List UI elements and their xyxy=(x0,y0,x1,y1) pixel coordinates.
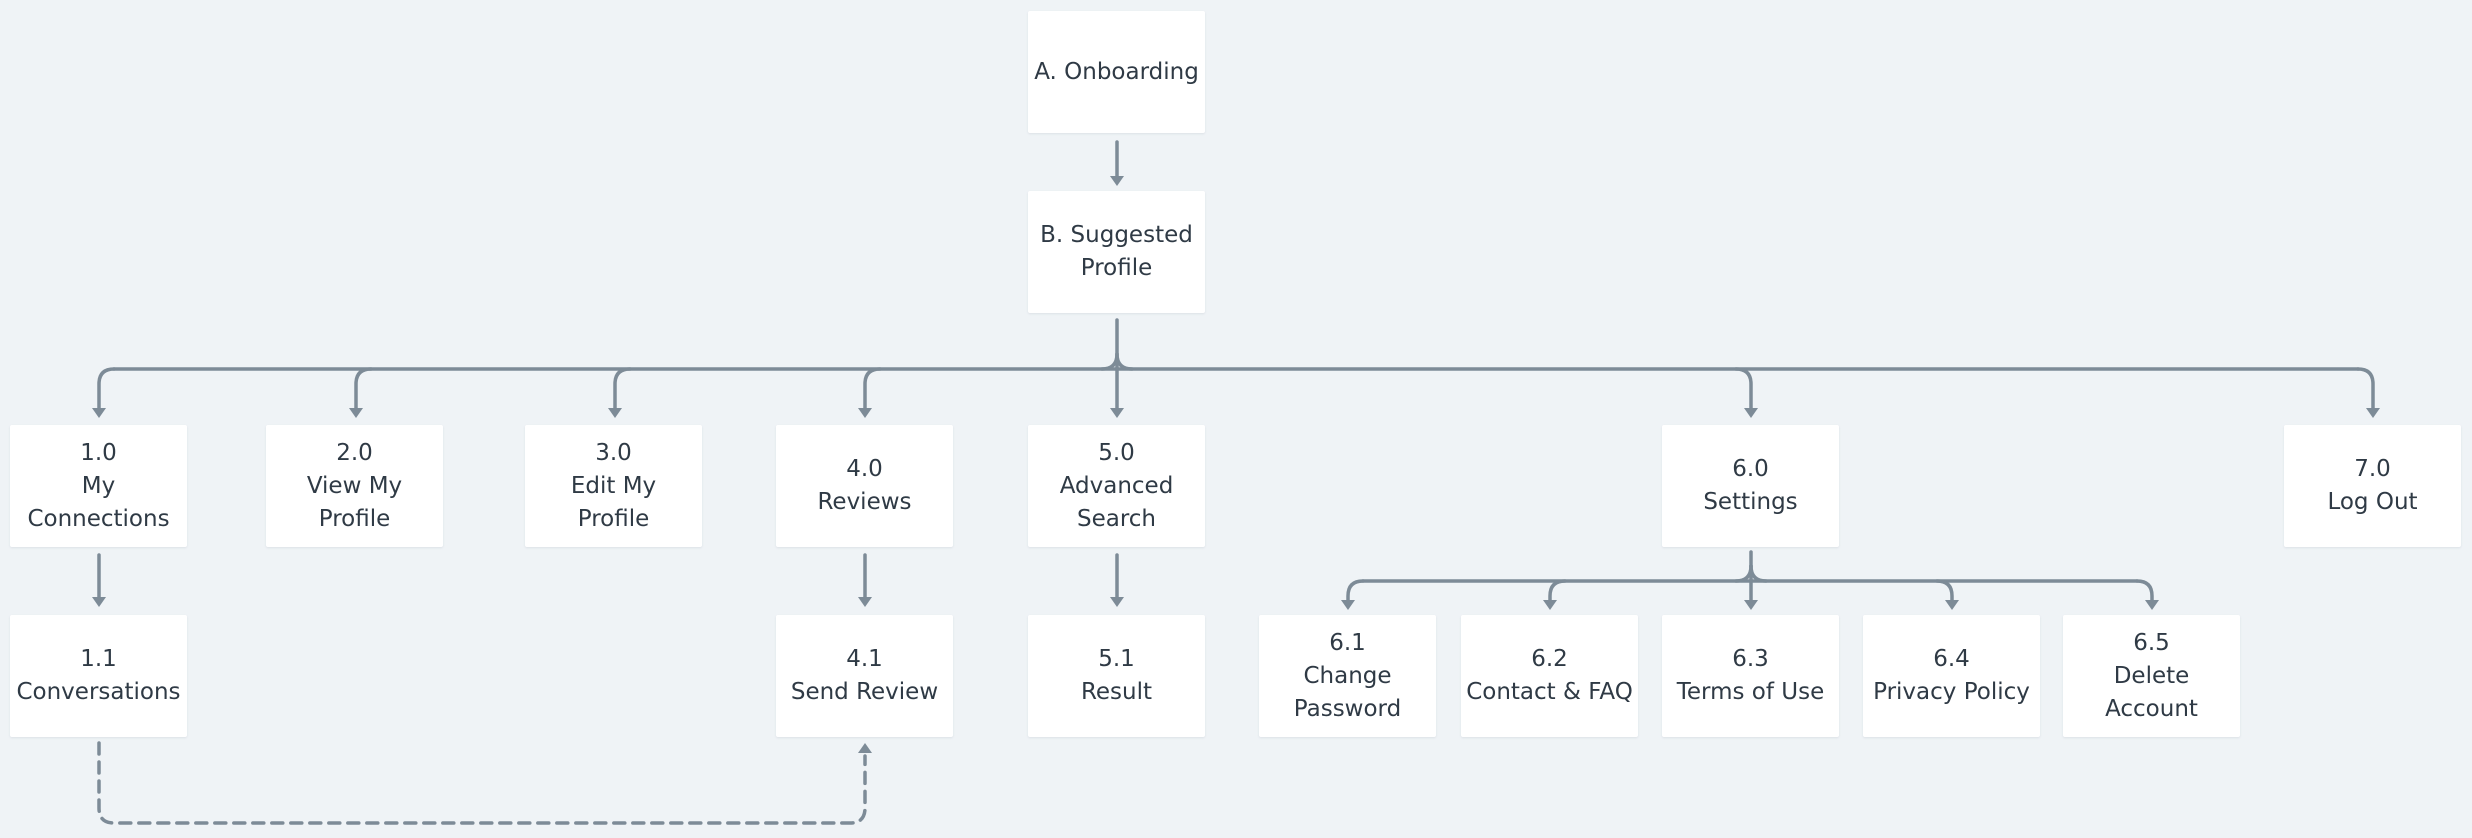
arrowhead-send-review-dashed xyxy=(858,743,872,753)
arrowhead-suggested-profile xyxy=(1110,176,1124,186)
arrowhead-settings xyxy=(1744,408,1758,418)
node-my-connections-label-line-2: Connections xyxy=(27,505,170,532)
edge-to-change-password xyxy=(1346,579,1365,602)
node-change-password-label-line-1: Change xyxy=(1303,662,1392,689)
arrowhead-delete-account xyxy=(2145,600,2159,610)
arrowhead-send-review xyxy=(858,597,872,607)
node-advanced-search-label-line-1: Advanced xyxy=(1059,472,1174,499)
node-suggested-profile-label-line-2: Profile xyxy=(1080,255,1153,281)
node-settings-label: Settings xyxy=(1703,489,1798,515)
arrowhead-reviews xyxy=(858,408,872,418)
edge-to-view-my-profile xyxy=(354,367,373,410)
edge-conversations-to-send-review xyxy=(97,741,867,825)
node-conversations-number: 1.1 xyxy=(80,646,117,672)
node-terms-of-use-label: Terms of Use xyxy=(1676,679,1825,705)
edge-to-delete-account xyxy=(2135,579,2154,602)
node-result-label: Result xyxy=(1080,679,1153,705)
node-reviews-number: 4.0 xyxy=(846,456,883,482)
node-reviews[interactable]: 4.0 Reviews xyxy=(776,425,953,547)
node-delete-account-label-line-1: Delete xyxy=(2113,662,2190,689)
arrowhead-edit-my-profile xyxy=(608,408,622,418)
edge-to-log-out xyxy=(2356,367,2375,410)
edge-settings-bus-curve-right xyxy=(1749,564,1768,583)
node-contact-faq[interactable]: 6.2 Contact & FAQ xyxy=(1461,615,1638,737)
edge-to-privacy-policy xyxy=(1935,579,1954,602)
node-onboarding[interactable]: A. Onboarding xyxy=(1028,11,1205,133)
node-advanced-search-number: 5.0 xyxy=(1098,439,1135,466)
node-suggested-profile[interactable]: B. Suggested Profile xyxy=(1028,191,1205,313)
node-contact-faq-number: 6.2 xyxy=(1531,646,1568,672)
node-change-password-label-line-2: Password xyxy=(1293,695,1402,722)
edge-suggested-profile-trunk xyxy=(1100,318,1119,371)
node-result-number: 5.1 xyxy=(1098,646,1135,672)
node-edit-my-profile-label-line-1: Edit My xyxy=(570,472,657,499)
node-suggested-profile-label-line-1: B. Suggested xyxy=(1040,222,1193,248)
node-log-out-label: Log Out xyxy=(2327,489,2418,515)
node-onboarding-label: A. Onboarding xyxy=(1034,58,1199,85)
edge-settings-bus-curve-left xyxy=(1734,564,1753,583)
node-log-out-number: 7.0 xyxy=(2354,456,2391,482)
node-terms-of-use-number: 6.3 xyxy=(1732,646,1769,672)
node-view-my-profile-label-line-2: Profile xyxy=(318,505,391,532)
node-change-password-number: 6.1 xyxy=(1329,629,1366,656)
node-conversations[interactable]: 1.1 Conversations xyxy=(10,615,187,737)
node-delete-account-label-line-2: Account xyxy=(2105,695,2198,722)
node-send-review[interactable]: 4.1 Send Review xyxy=(776,615,953,737)
node-view-my-profile-label-line-1: View My xyxy=(306,472,403,499)
node-reviews-label: Reviews xyxy=(817,489,912,515)
node-delete-account[interactable]: 6.5 Delete Account xyxy=(2063,615,2240,737)
arrowhead-view-my-profile xyxy=(349,408,363,418)
node-view-my-profile-number: 2.0 xyxy=(336,439,373,466)
edge-to-reviews xyxy=(863,367,882,410)
edge-to-settings xyxy=(1734,367,1753,410)
node-terms-of-use[interactable]: 6.3 Terms of Use xyxy=(1662,615,1839,737)
node-settings[interactable]: 6.0 Settings xyxy=(1662,425,1839,547)
arrowhead-my-connections xyxy=(92,408,106,418)
edge-to-edit-my-profile xyxy=(613,367,632,410)
node-send-review-label: Send Review xyxy=(790,679,939,705)
arrowhead-privacy-policy xyxy=(1945,600,1959,610)
edge-to-my-connections xyxy=(97,367,116,410)
edge-to-contact-faq xyxy=(1548,579,1567,602)
node-settings-number: 6.0 xyxy=(1732,456,1769,482)
node-change-password[interactable]: 6.1 Change Password xyxy=(1259,615,1436,737)
node-my-connections-number: 1.0 xyxy=(80,439,117,466)
node-advanced-search[interactable]: 5.0 Advanced Search xyxy=(1028,425,1205,547)
arrowhead-contact-faq xyxy=(1543,600,1557,610)
node-conversations-label: Conversations xyxy=(16,679,181,705)
arrowhead-change-password xyxy=(1341,600,1355,610)
node-contact-faq-label: Contact & FAQ xyxy=(1466,679,1633,705)
arrowhead-terms-of-use xyxy=(1744,600,1758,610)
node-edit-my-profile-number: 3.0 xyxy=(595,439,632,466)
node-view-my-profile[interactable]: 2.0 View My Profile xyxy=(266,425,443,547)
node-advanced-search-label-line-2: Search xyxy=(1076,505,1157,532)
node-privacy-policy-label: Privacy Policy xyxy=(1873,679,2030,705)
arrowhead-result xyxy=(1110,597,1124,607)
node-result[interactable]: 5.1 Result xyxy=(1028,615,1205,737)
node-log-out[interactable]: 7.0 Log Out xyxy=(2284,425,2461,547)
arrowhead-log-out xyxy=(2366,408,2380,418)
node-privacy-policy-number: 6.4 xyxy=(1933,646,1970,672)
edge-suggested-profile-bus-right-curve xyxy=(1115,352,1134,371)
node-delete-account-number: 6.5 xyxy=(2133,629,2170,656)
node-my-connections-label-line-1: My xyxy=(81,472,116,499)
arrowhead-advanced-search xyxy=(1110,408,1124,418)
node-send-review-number: 4.1 xyxy=(846,646,883,672)
node-edit-my-profile[interactable]: 3.0 Edit My Profile xyxy=(525,425,702,547)
node-my-connections[interactable]: 1.0 My Connections xyxy=(10,425,187,547)
arrowhead-conversations xyxy=(92,597,106,607)
node-edit-my-profile-label-line-2: Profile xyxy=(577,505,650,532)
node-privacy-policy[interactable]: 6.4 Privacy Policy xyxy=(1863,615,2040,737)
